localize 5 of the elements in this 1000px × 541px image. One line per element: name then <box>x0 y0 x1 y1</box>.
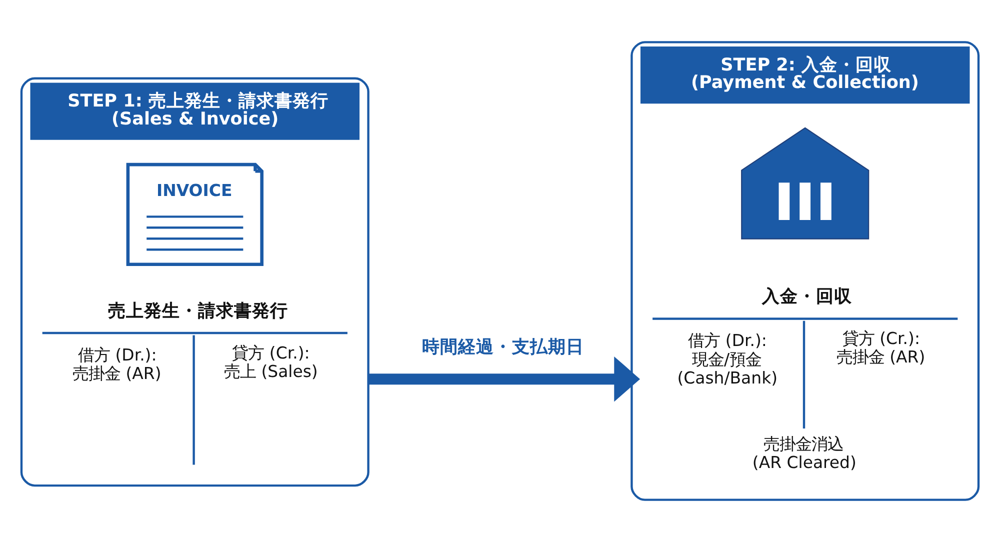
node-picture <box>741 126 870 239</box>
edge-label: 時間経過・支払期日 <box>422 337 584 358</box>
arrow <box>368 356 640 402</box>
node-text: 入金・回収 借方 (Dr.): 現金/預金 (Cash/Bank) 貸方 (Cr.): 売掛金 (AR) 売掛金消込 (AR Cleared) <box>677 286 926 472</box>
node-text: 売上発生・請求書発行 借方 (Dr.): 売掛金 (AR) 貸方 (Cr.): 売上 (Sales) <box>72 300 318 383</box>
